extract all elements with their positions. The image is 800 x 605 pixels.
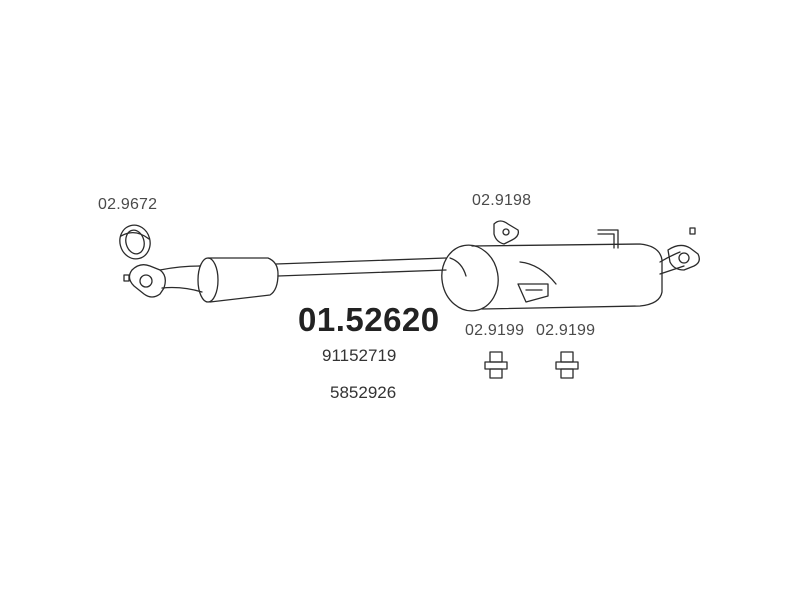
hanger-part-number: 02.9198 <box>472 192 532 209</box>
reference-number-2: 5852926 <box>330 383 397 402</box>
ring-part-number: 02.9672 <box>98 196 158 213</box>
rear-muffler <box>437 230 662 315</box>
rubber-mount-right <box>556 352 578 378</box>
reference-number-1: 91152719 <box>322 346 397 365</box>
catalytic-converter <box>198 258 278 302</box>
front-flange <box>124 265 165 297</box>
mount-right-part-number: 02.9199 <box>536 322 596 339</box>
main-part-number: 01.52620 <box>298 301 440 338</box>
rubber-mount-left <box>485 352 507 378</box>
front-pipe <box>160 266 202 292</box>
sealing-ring <box>116 222 154 263</box>
middle-pipe <box>276 258 446 276</box>
hanger-rubber <box>494 221 518 244</box>
tail-pipe <box>660 228 699 274</box>
mount-left-part-number: 02.9199 <box>465 322 525 339</box>
